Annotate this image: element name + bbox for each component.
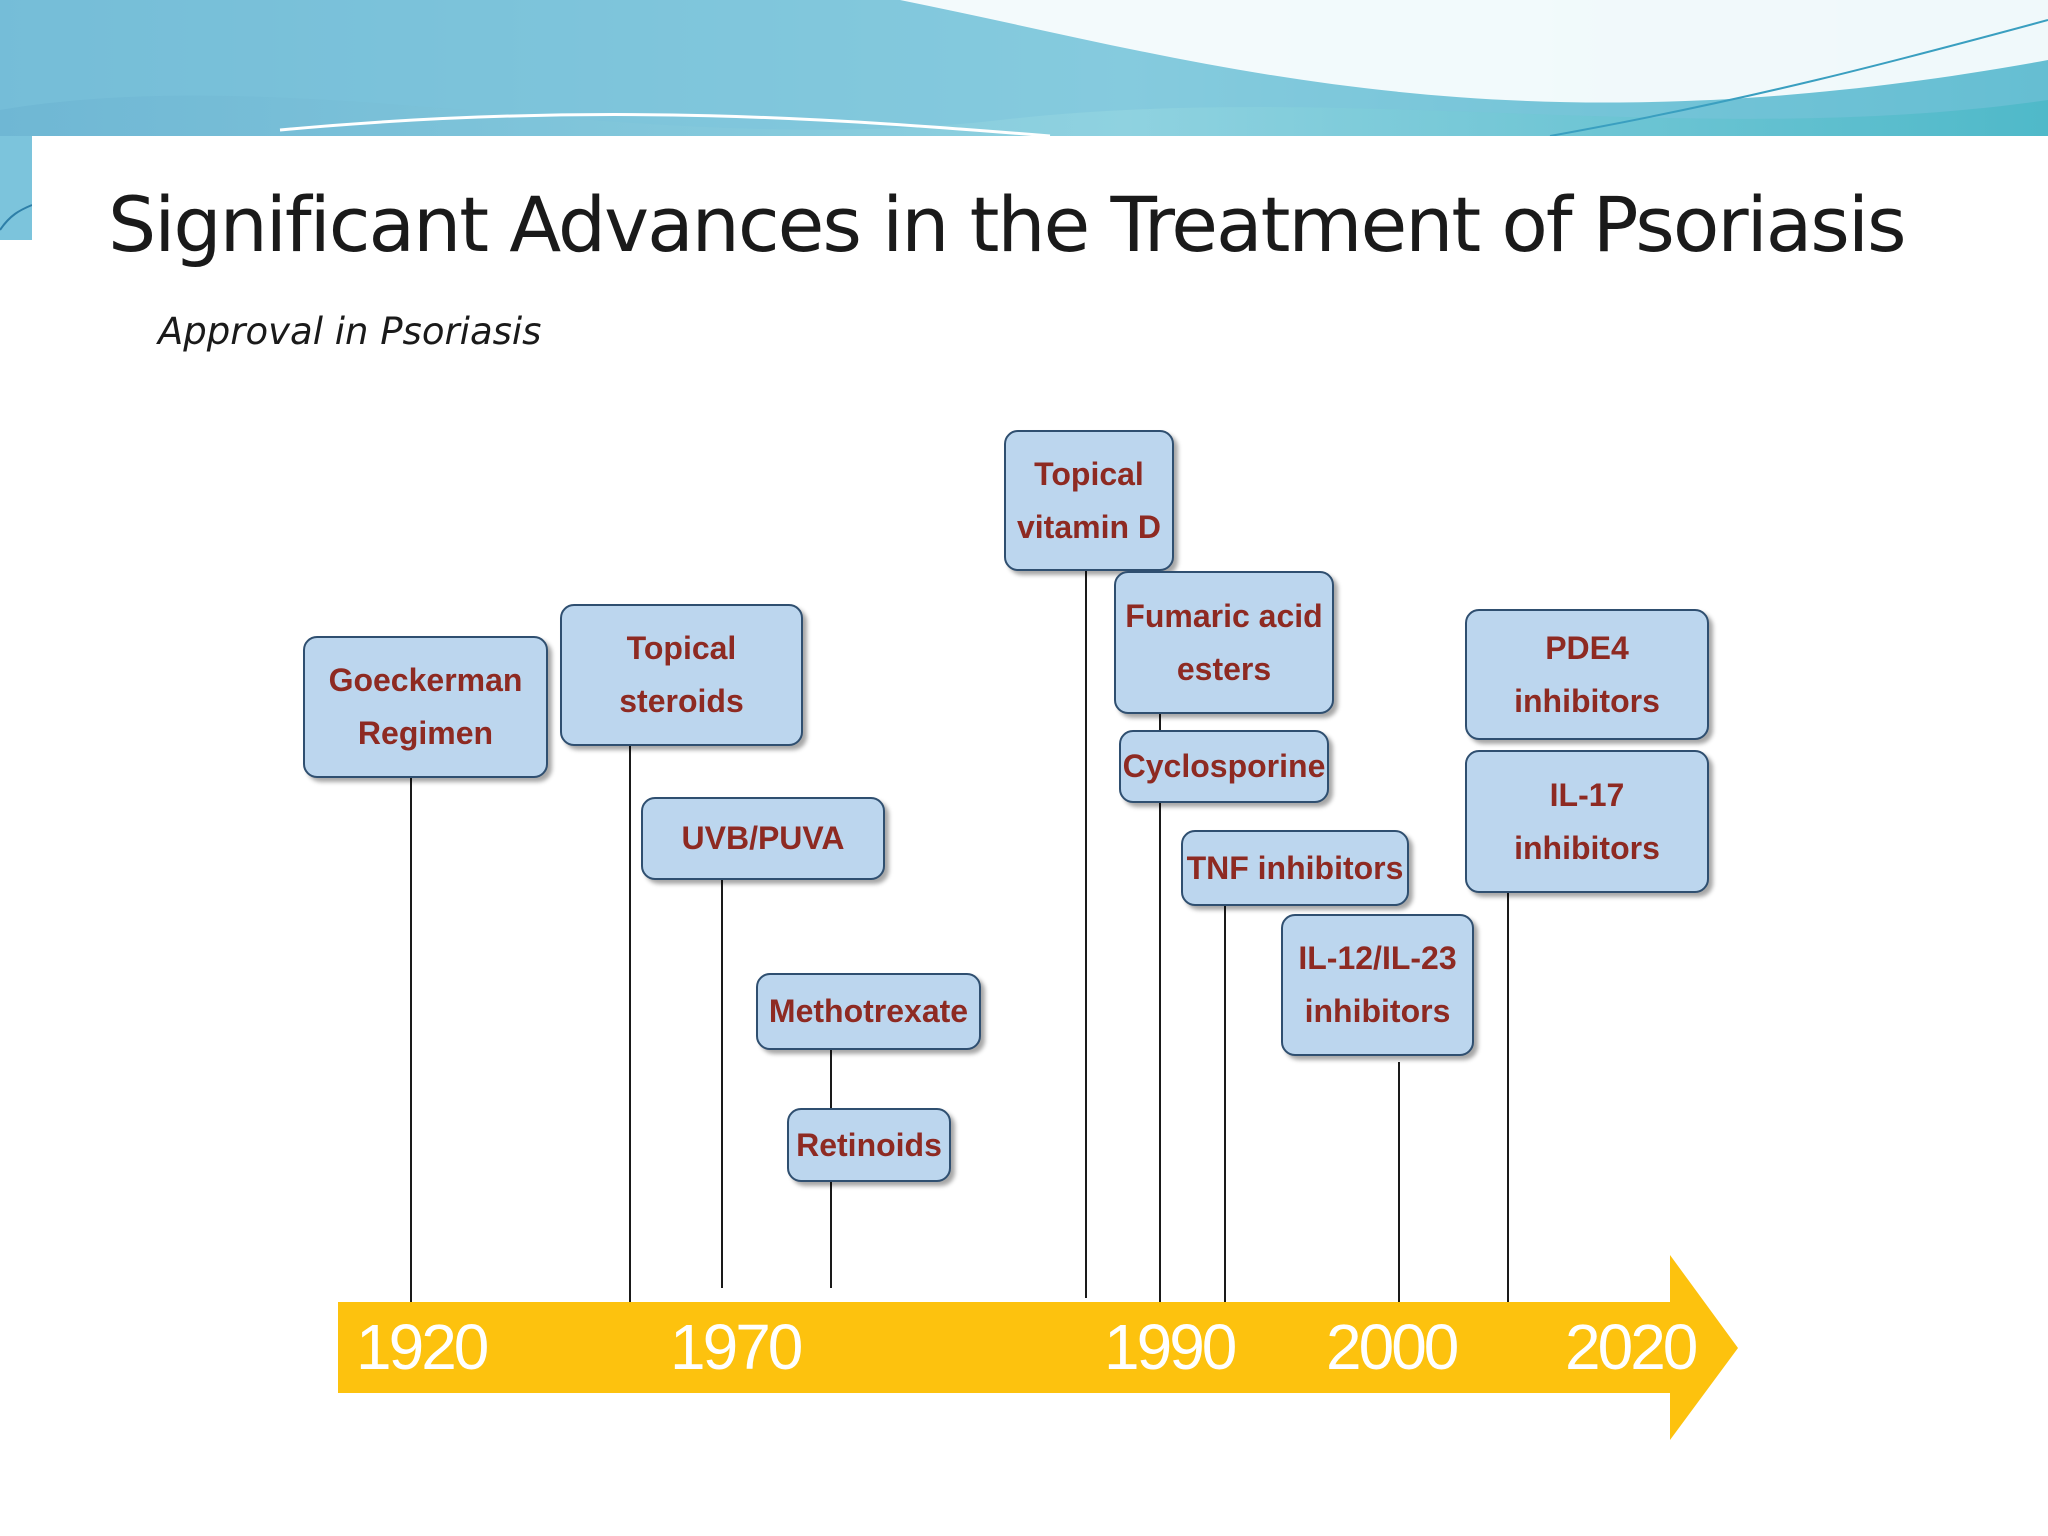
header-wave-decoration xyxy=(0,0,2048,240)
slide-title: Significant Advances in the Treatment of… xyxy=(108,180,1907,269)
treatment-box-fumaric-acid-esters: Fumaric acid esters xyxy=(1114,571,1334,714)
treatment-box-methotrexate: Methotrexate xyxy=(756,973,981,1050)
treatment-label-il17-inhibitors: IL-17 inhibitors xyxy=(1514,776,1660,866)
treatment-label-topical-steroids: Topical steroids xyxy=(619,630,744,719)
treatment-label-goeckerman: Goeckerman Regimen xyxy=(328,662,523,751)
year-1970: 1970 xyxy=(670,1311,803,1383)
treatment-box-tnf-inhibitors: TNF inhibitors xyxy=(1181,830,1409,906)
treatment-box-pde4-inhibitors: PDE4 inhibitors xyxy=(1465,609,1709,740)
treatment-label-il12-il23-inhibitors: IL-12/IL-23 inhibitors xyxy=(1298,940,1457,1029)
treatment-box-topical-steroids: Topical steroids xyxy=(560,604,803,746)
slide-subtitle: Approval in Psoriasis xyxy=(158,310,542,353)
treatment-label-topical-vitamin-d: Topical vitamin D xyxy=(1016,455,1162,545)
timeline-arrow xyxy=(338,1255,1738,1440)
treatment-box-il17-inhibitors: IL-17 inhibitors xyxy=(1465,750,1709,893)
treatment-box-il12-il23-inhibitors: IL-12/IL-23 inhibitors xyxy=(1281,914,1474,1056)
year-2000: 2000 xyxy=(1326,1311,1459,1383)
treatment-label-fumaric-acid-esters: Fumaric acid esters xyxy=(1125,597,1323,687)
year-1990: 1990 xyxy=(1104,1311,1237,1383)
treatment-label-tnf-inhibitors: TNF inhibitors xyxy=(1186,849,1404,886)
treatment-label-methotrexate: Methotrexate xyxy=(768,993,969,1029)
treatment-label-uvb-puva: UVB/PUVA xyxy=(681,820,845,856)
treatment-box-retinoids: Retinoids xyxy=(787,1108,951,1182)
year-1920: 1920 xyxy=(356,1311,489,1383)
treatment-box-uvb-puva: UVB/PUVA xyxy=(641,797,885,880)
treatment-box-topical-vitamin-d: Topical vitamin D xyxy=(1004,430,1174,571)
treatment-label-pde4-inhibitors: PDE4 inhibitors xyxy=(1514,629,1660,719)
treatment-box-goeckerman: Goeckerman Regimen xyxy=(303,636,548,778)
treatment-label-cyclosporine: Cyclosporine xyxy=(1122,748,1326,784)
treatment-box-cyclosporine: Cyclosporine xyxy=(1119,730,1329,803)
treatment-label-retinoids: Retinoids xyxy=(796,1126,942,1163)
year-2020: 2020 xyxy=(1565,1311,1698,1383)
